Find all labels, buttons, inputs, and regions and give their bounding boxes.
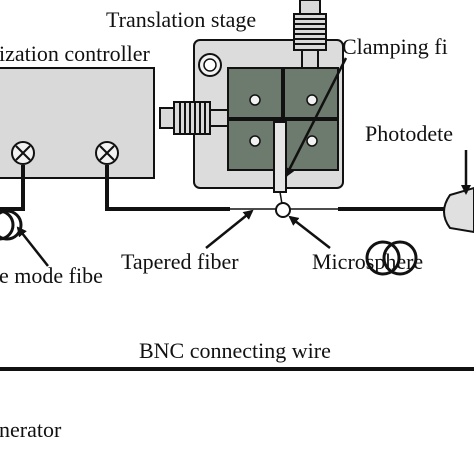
arrow-microsphere	[288, 215, 331, 249]
controller-knob-right-icon	[95, 141, 119, 165]
micrometer-side-icon	[159, 101, 231, 135]
fiber-left	[0, 165, 25, 211]
clamping-rod	[273, 121, 287, 193]
controller-knob-left-icon	[11, 141, 35, 165]
arrow-single-mode-fiber	[16, 226, 49, 267]
clamping-fiber-line	[279, 191, 283, 205]
microsphere-icon	[275, 202, 291, 218]
stage-screw-icon	[198, 53, 222, 77]
arrow-tapered-fiber	[205, 209, 254, 249]
fiber-coil-left-icon	[0, 209, 23, 241]
fiber-controller-to-taper	[105, 165, 230, 211]
label-translation-stage: Translation stage	[106, 7, 256, 32]
photodetector-icon	[443, 186, 474, 234]
arrow-clamping-fiber	[284, 57, 348, 178]
micrometer-top-icon	[293, 0, 327, 69]
label-clamping-fiber: Clamping fi	[342, 34, 448, 59]
label-single-mode-fiber: e mode fibe	[0, 263, 103, 288]
label-microsphere: Microsphere	[312, 249, 423, 274]
label-polarization-controller: ization controller	[0, 41, 151, 66]
label-generator: nerator	[0, 417, 62, 442]
label-tapered-fiber: Tapered fiber	[121, 249, 239, 274]
fiber-coil-right-icon	[365, 240, 418, 276]
label-photodetector: Photodete	[365, 121, 453, 146]
label-bnc-wire: BNC connecting wire	[139, 338, 331, 363]
